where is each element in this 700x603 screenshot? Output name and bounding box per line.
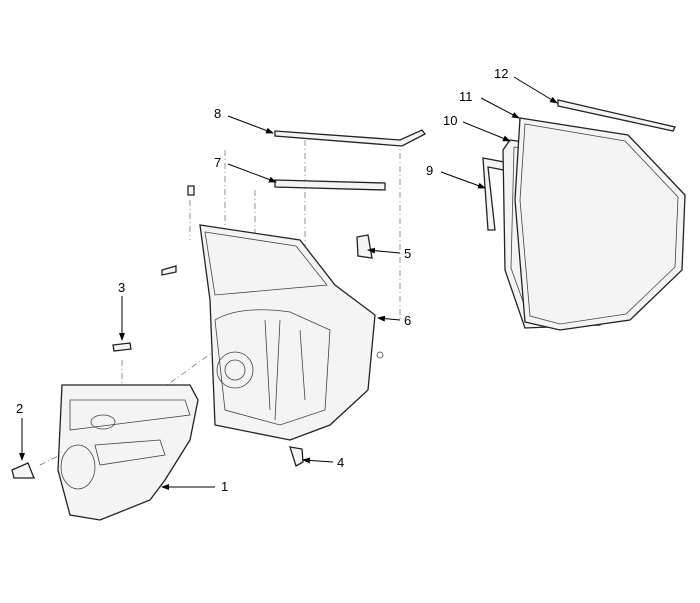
part-7-belt-moulding xyxy=(274,179,386,191)
part-1-door-trim xyxy=(57,384,199,521)
weatherstrips xyxy=(482,99,686,331)
part-6-door-panel xyxy=(199,224,384,441)
callout-1: 1 xyxy=(221,479,229,494)
clip xyxy=(187,185,195,196)
callout-11: 11 xyxy=(459,89,473,104)
part-5-corner-cover xyxy=(356,234,373,259)
callout-2: 2 xyxy=(16,401,24,416)
callout-7: 7 xyxy=(214,155,222,170)
part-8-upper-moulding xyxy=(274,129,426,147)
callout-3: 3 xyxy=(118,280,126,295)
callout-8: 8 xyxy=(214,106,222,121)
callout-4: 4 xyxy=(337,455,345,470)
callout-6: 6 xyxy=(404,313,412,328)
part-4-bracket xyxy=(289,446,304,467)
callout-12: 12 xyxy=(494,66,509,81)
part-3-handle-cap xyxy=(112,342,132,352)
callout-10: 10 xyxy=(443,113,458,128)
callout-9: 9 xyxy=(426,163,434,178)
leader-lines xyxy=(19,76,558,490)
part-12-roof-strip xyxy=(557,99,676,132)
callout-5: 5 xyxy=(404,246,412,261)
clip xyxy=(161,265,177,276)
part-2-cover xyxy=(11,462,35,479)
part-11-body-seal xyxy=(514,117,686,331)
